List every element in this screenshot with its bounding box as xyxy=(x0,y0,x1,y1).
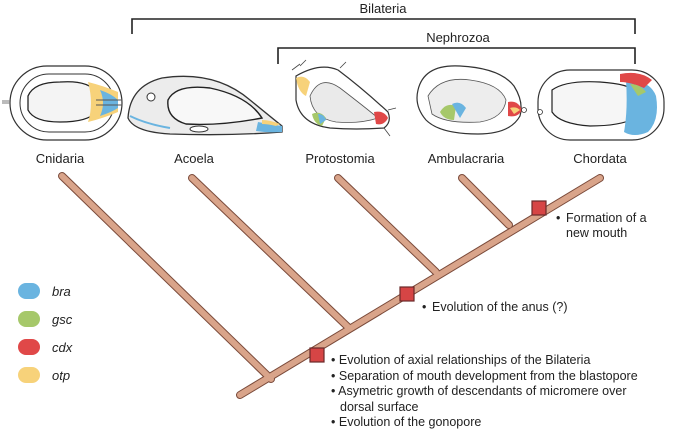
taxon-label-protostomia: Protostomia xyxy=(305,151,375,166)
annotation-bilateria-list: • Evolution of axial relationships of th… xyxy=(331,353,660,431)
cnidaria-illustration xyxy=(2,65,123,141)
annotation-bilateria-text-3: Asymetric growth of descendants of micro… xyxy=(338,384,627,414)
legend-label-bra: bra xyxy=(52,283,71,299)
taxon-label-cnidaria: Cnidaria xyxy=(36,151,85,166)
taxon-label-chordata: Chordata xyxy=(573,151,627,166)
gene-legend: bra gsc cdx otp xyxy=(18,277,72,389)
annotation-bilateria-text-2: Separation of mouth development from the… xyxy=(338,368,638,383)
taxon-label-ambulacraria: Ambulacraria xyxy=(428,151,505,166)
annotation-bilateria-item: • Evolution of the gonopore xyxy=(331,415,482,429)
legend-swatch-bra xyxy=(18,283,40,299)
annotation-bilateria-text-4: Evolution of the gonopore xyxy=(338,415,482,429)
node-marker-bilateria xyxy=(309,347,325,363)
annotation-anus-text: Evolution of the anus (?) xyxy=(432,300,568,314)
annotation-bilateria-text-1: Evolution of axial relationships of the … xyxy=(338,353,591,367)
annotation-new-mouth-line1: Formation of a xyxy=(566,211,647,225)
legend-item-otp: otp xyxy=(18,361,72,389)
legend-label-otp: otp xyxy=(52,367,71,383)
annotation-bilateria-item: • Evolution of axial relationships of th… xyxy=(331,353,591,367)
legend-item-gsc: gsc xyxy=(18,305,72,333)
legend-swatch-gsc xyxy=(18,311,40,327)
chordata-illustration xyxy=(537,69,665,141)
protostomia-illustration xyxy=(291,59,397,137)
legend-label-cdx: cdx xyxy=(52,339,73,355)
legend-label-gsc: gsc xyxy=(52,311,73,327)
annotation-new-mouth-line2: new mouth xyxy=(566,226,628,240)
acoela-illustration xyxy=(127,75,283,136)
legend-swatch-cdx xyxy=(18,339,40,355)
bilateria-label: Bilateria xyxy=(360,1,408,16)
annotation-new-mouth: •Formation of a new mouth xyxy=(556,211,647,240)
annotation-bilateria-item: • Asymetric growth of descendants of mic… xyxy=(331,384,627,414)
legend-item-cdx: cdx xyxy=(18,333,72,361)
nephrozoa-label: Nephrozoa xyxy=(426,30,490,45)
legend-swatch-otp xyxy=(18,367,40,383)
node-marker-new-mouth xyxy=(531,200,547,216)
taxon-label-acoela: Acoela xyxy=(174,151,215,166)
node-marker-anus xyxy=(399,286,415,302)
ambulacraria-illustration xyxy=(416,65,527,135)
annotation-bilateria-item: • Separation of mouth development from t… xyxy=(331,368,638,383)
legend-item-bra: bra xyxy=(18,277,72,305)
nephrozoa-bracket xyxy=(277,47,636,64)
annotation-anus: •Evolution of the anus (?) xyxy=(422,300,568,314)
bilateria-bracket xyxy=(131,18,636,34)
